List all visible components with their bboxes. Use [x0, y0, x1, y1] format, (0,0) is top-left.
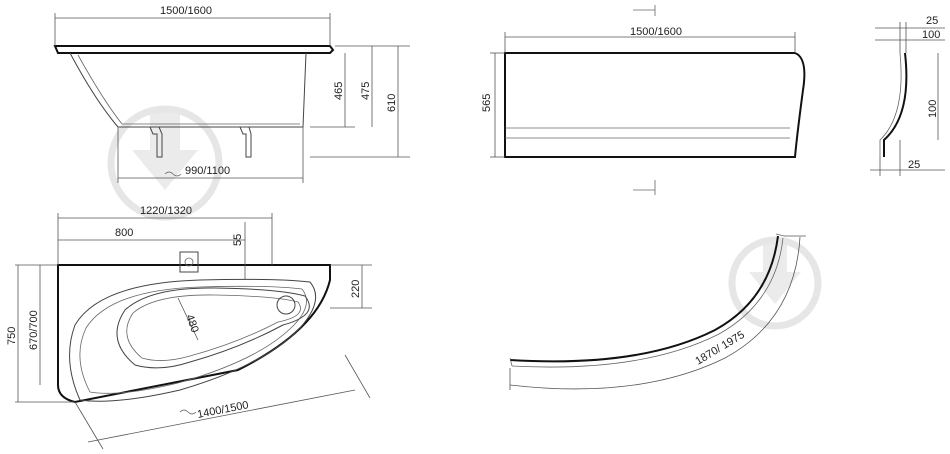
side-view — [53, 13, 410, 183]
front-panel — [490, 5, 806, 195]
arc-length-label: 1870/ 1975 — [693, 329, 746, 368]
plan-55-label: 55 — [232, 234, 244, 246]
plan-view — [15, 213, 372, 450]
plan-800-label: 800 — [115, 227, 133, 239]
leg-span-label: 990/1100 — [185, 165, 230, 177]
profile-side-100-label: 100 — [927, 100, 939, 118]
profile-top-25-label: 25 — [926, 15, 938, 27]
plan-750-label: 750 — [6, 327, 18, 345]
side-height-610-label: 610 — [386, 94, 398, 112]
curved-panel — [509, 233, 806, 390]
profile-bottom-25-label: 25 — [908, 159, 920, 171]
plan-220-label: 220 — [350, 280, 362, 298]
side-depth-465-label: 465 — [333, 82, 345, 100]
panel-profile — [870, 22, 945, 176]
panel-height-label: 565 — [481, 94, 493, 112]
plan-480-label: 480 — [183, 313, 201, 334]
side-depth-475-label: 475 — [360, 82, 372, 100]
plan-diag-length-label: 1400/1500 — [196, 399, 249, 421]
panel-length-label: 1500/1600 — [630, 26, 682, 38]
side-length-label: 1500/1600 — [160, 5, 212, 17]
plan-width-inner-label: 670/700 — [28, 310, 40, 350]
watermark-left — [107, 105, 223, 221]
profile-top-100-label: 100 — [922, 29, 940, 41]
plan-total-length-label: 1220/1320 — [140, 205, 192, 217]
